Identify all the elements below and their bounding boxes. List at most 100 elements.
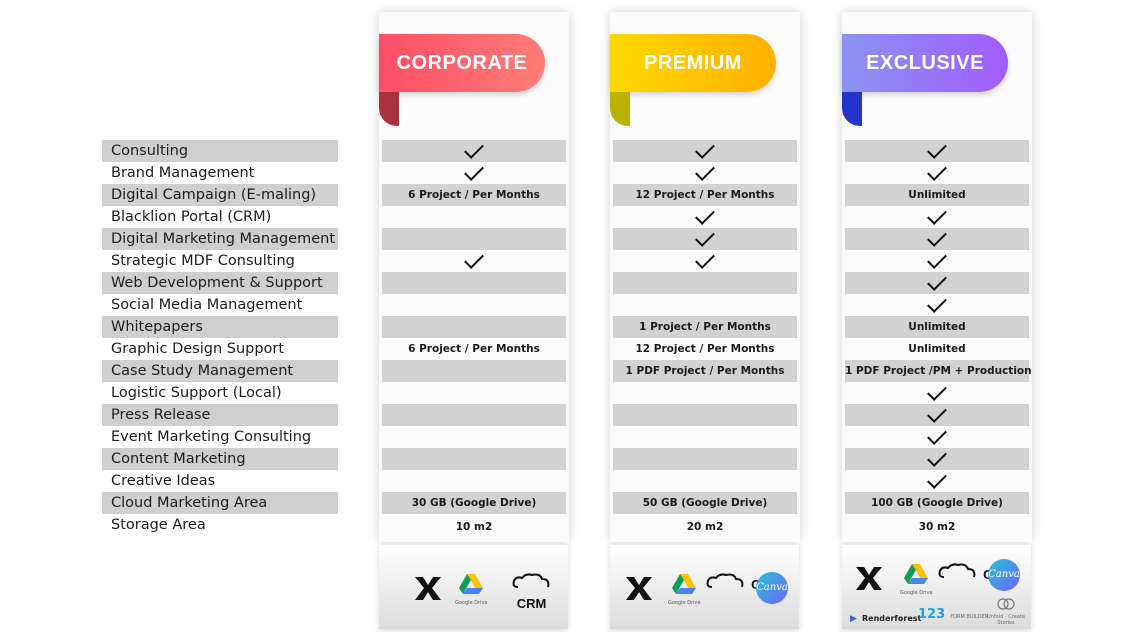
feature-cell <box>382 316 566 338</box>
wix-icon <box>624 573 654 603</box>
tools-box-corporate: Google Drive CRM <box>379 545 568 629</box>
feature-cell: 50 GB (Google Drive) <box>613 492 797 514</box>
feature-cell: Unlimited <box>845 316 1029 338</box>
tools-box-exclusive: Google Drive CRM Canva ▶ Renderforest 12… <box>842 545 1031 629</box>
feature-cell <box>613 426 797 448</box>
feature-label: Storage Area <box>111 517 206 533</box>
feature-cell <box>382 206 566 228</box>
feature-cell: 12 Project / Per Months <box>635 343 775 355</box>
feature-cell <box>845 205 1029 228</box>
feature-cell <box>382 382 566 404</box>
feature-cell <box>845 447 1029 470</box>
ribbon-fold <box>610 92 630 126</box>
feature-cell <box>845 381 1029 404</box>
ribbon-fold <box>842 92 862 126</box>
feature-label: Brand Management <box>111 165 255 181</box>
feature-label: Case Study Management <box>102 360 338 382</box>
feature-label: Web Development & Support <box>102 272 338 294</box>
unfold-icon: Unfold - Create Stories <box>982 595 1030 626</box>
feature-label: Creative Ideas <box>111 473 216 489</box>
plan-title-corporate: CORPORATE <box>379 34 545 92</box>
check-icon <box>464 161 484 181</box>
feature-cell: 20 m2 <box>686 521 724 533</box>
feature-cell <box>613 227 797 250</box>
feature-label: Content Marketing <box>102 448 338 470</box>
feature-cell <box>613 470 797 492</box>
plan-cells-premium: 12 Project / Per Months 1 Project / Per M… <box>613 139 797 540</box>
feature-cell <box>845 469 1029 492</box>
feature-cell <box>382 448 566 470</box>
renderforest-icon: ▶ Renderforest <box>850 614 922 624</box>
check-icon <box>464 249 484 269</box>
feature-cell <box>845 227 1029 250</box>
feature-cell: 30 GB (Google Drive) <box>382 492 566 514</box>
check-icon <box>927 271 947 291</box>
check-icon <box>695 139 715 159</box>
wix-icon <box>854 563 884 593</box>
plan-title-premium: PREMIUM <box>610 34 776 92</box>
feature-cell <box>382 228 566 250</box>
plan-column-premium: PREMIUM 12 Project / Per Months 1 Project… <box>610 12 800 542</box>
feature-cell <box>613 249 797 272</box>
check-icon <box>927 403 947 423</box>
feature-cell: 10 m2 <box>455 521 493 533</box>
check-icon <box>695 249 715 269</box>
feature-cell: 12 Project / Per Months <box>613 184 797 206</box>
feature-label: Strategic MDF Consulting <box>111 253 295 269</box>
feature-cell <box>845 161 1029 184</box>
crm-icon: CRM <box>495 573 568 612</box>
feature-cell: 1 PDF Project / Per Months <box>613 360 797 382</box>
check-icon <box>927 293 947 313</box>
feature-cell <box>382 404 566 426</box>
canva-icon: Canva <box>756 572 788 604</box>
feature-label: Graphic Design Support <box>111 341 285 357</box>
feature-cell <box>382 294 566 316</box>
feature-cell <box>382 272 566 294</box>
check-icon <box>927 205 947 225</box>
feature-cell: 30 m2 <box>918 521 956 533</box>
google-drive-icon: Google Drive <box>900 563 933 596</box>
feature-cell <box>613 272 797 294</box>
feature-cell <box>613 404 797 426</box>
123-form-builder-icon: 123 FORM BUILDER <box>918 607 989 622</box>
check-icon <box>927 227 947 247</box>
feature-cell: 1 Project / Per Months <box>613 316 797 338</box>
check-icon <box>464 139 484 159</box>
feature-cell <box>613 294 797 316</box>
feature-cell: Unlimited <box>845 184 1029 206</box>
check-icon <box>927 139 947 159</box>
feature-label: Cloud Marketing Area <box>102 492 338 514</box>
feature-cell <box>382 360 566 382</box>
feature-label: Consulting <box>102 140 338 162</box>
feature-cell <box>382 161 566 184</box>
feature-cell <box>613 448 797 470</box>
ribbon-fold <box>379 92 399 126</box>
feature-label: Social Media Management <box>111 297 303 313</box>
feature-cell <box>382 426 566 448</box>
tools-box-premium: Google Drive CRM Canva <box>610 545 799 629</box>
plan-title-exclusive: EXCLUSIVE <box>842 34 1008 92</box>
check-icon <box>927 161 947 181</box>
feature-cell <box>845 403 1029 426</box>
feature-cell: 1 PDF Project /PM + Production <box>845 360 1032 382</box>
feature-cell <box>382 470 566 492</box>
feature-cell <box>382 249 566 272</box>
feature-cell: Unlimited <box>908 343 966 355</box>
feature-label: Whitepapers <box>102 316 338 338</box>
google-drive-icon: Google Drive <box>668 573 701 606</box>
google-drive-icon: Google Drive <box>455 573 488 606</box>
feature-label: Blacklion Portal (CRM) <box>111 209 272 225</box>
check-icon <box>695 161 715 181</box>
feature-label: Press Release <box>102 404 338 426</box>
check-icon <box>927 425 947 445</box>
wix-icon <box>413 573 443 603</box>
feature-cell <box>613 139 797 162</box>
feature-label: Event Marketing Consulting <box>111 429 312 445</box>
feature-cell: 6 Project / Per Months <box>382 184 566 206</box>
check-icon <box>927 469 947 489</box>
